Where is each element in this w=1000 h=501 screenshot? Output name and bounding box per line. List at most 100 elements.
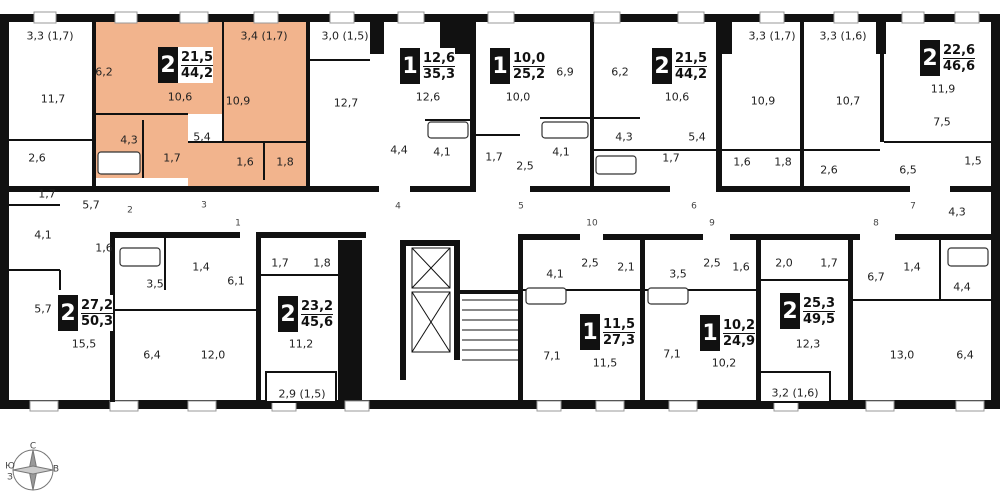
total-area: 27,3 <box>603 332 636 348</box>
room-area-label: 1,7 <box>38 187 56 201</box>
room-area-label: 12,7 <box>333 96 359 110</box>
room-area-label: 13,0 <box>889 348 915 362</box>
room-count: 2 <box>780 293 800 329</box>
room-area-label: 3,5 <box>669 267 687 281</box>
total-area: 25,2 <box>513 66 546 82</box>
bathtubs <box>97 121 989 305</box>
windows <box>29 11 985 412</box>
compass-south: Ю <box>5 461 15 472</box>
room-area-label: 7,5 <box>933 115 951 129</box>
room-area-label: 4,1 <box>552 145 570 159</box>
living-area: 10,2 <box>723 317 756 334</box>
room-count: 2 <box>158 47 178 83</box>
room-area-label: 6,1 <box>227 274 245 288</box>
room-area-label: 1,4 <box>192 260 210 274</box>
room-area-label: 3,3 (1,7) <box>748 29 796 43</box>
room-area-label: 1,7 <box>163 151 181 165</box>
door-number: 7 <box>910 201 916 212</box>
room-count: 2 <box>920 40 940 76</box>
room-area-label: 1,6 <box>236 155 254 169</box>
balconies <box>265 371 831 403</box>
room-area-label: 4,3 <box>120 133 138 147</box>
room-count: 1 <box>490 48 510 84</box>
room-area-label: 7,1 <box>543 349 561 363</box>
room-area-label: 2,5 <box>703 256 721 270</box>
room-count: 1 <box>700 315 720 351</box>
door-number: 3 <box>201 200 207 211</box>
room-area-label: 11,2 <box>288 337 314 351</box>
room-area-label: 10,9 <box>750 94 776 108</box>
room-area-label: 2,1 <box>617 260 635 274</box>
room-area-label: 1,6 <box>732 260 750 274</box>
living-area: 12,6 <box>423 50 456 67</box>
room-area-label: 5,7 <box>34 302 52 316</box>
living-area: 10,0 <box>513 50 546 67</box>
living-area: 25,3 <box>803 295 836 312</box>
room-area-label: 4,1 <box>433 145 451 159</box>
room-area-label: 2,5 <box>516 159 534 173</box>
room-area-label: 3,2 (1,6) <box>771 386 819 400</box>
room-area-label: 4,1 <box>34 228 52 242</box>
living-area: 23,2 <box>301 298 334 315</box>
room-area-label: 7,1 <box>663 347 681 361</box>
room-area-label: 1,7 <box>662 151 680 165</box>
stairwell <box>411 247 518 361</box>
door-number: 4 <box>395 201 401 212</box>
room-area-label: 2,6 <box>28 151 46 165</box>
room-area-label: 2,6 <box>820 163 838 177</box>
room-area-label: 12,0 <box>200 348 226 362</box>
room-area-label: 4,4 <box>953 280 971 294</box>
room-area-label: 3,0 (1,5) <box>321 29 369 43</box>
room-area-label: 15,5 <box>71 337 97 351</box>
room-count: 2 <box>58 295 78 331</box>
room-area-label: 10,7 <box>835 94 861 108</box>
door-number: 5 <box>518 201 524 212</box>
room-area-label: 4,3 <box>615 130 633 144</box>
living-area: 11,5 <box>603 316 636 333</box>
compass-west: З <box>7 472 13 483</box>
room-area-label: 1,7 <box>485 150 503 164</box>
total-area: 44,2 <box>181 65 214 81</box>
compass-icon <box>12 449 54 491</box>
room-area-label: 2,5 <box>581 256 599 270</box>
room-area-label: 6,4 <box>956 348 974 362</box>
room-area-label: 6,2 <box>611 65 629 79</box>
room-area-label: 6,4 <box>143 348 161 362</box>
room-area-label: 6,9 <box>556 65 574 79</box>
room-area-label: 3,5 <box>146 277 164 291</box>
room-count: 1 <box>400 48 420 84</box>
room-area-label: 1,7 <box>820 256 838 270</box>
room-count: 1 <box>580 314 600 350</box>
room-area-label: 11,9 <box>930 82 956 96</box>
door-number: 1 <box>235 218 241 229</box>
total-area: 44,2 <box>675 66 708 82</box>
room-area-label: 5,7 <box>82 198 100 212</box>
room-area-label: 1,6 <box>733 155 751 169</box>
room-area-label: 10,6 <box>167 90 193 104</box>
room-area-label: 1,8 <box>313 256 331 270</box>
room-area-label: 6,2 <box>95 65 113 79</box>
room-area-label: 11,5 <box>592 356 618 370</box>
door-number: 6 <box>691 201 697 212</box>
room-area-label: 3,4 (1,7) <box>240 29 288 43</box>
room-area-label: 2,9 (1,5) <box>278 387 326 401</box>
total-area: 49,5 <box>803 311 836 327</box>
room-area-label: 10,6 <box>664 90 690 104</box>
living-area: 22,6 <box>943 42 976 59</box>
door-number: 10 <box>586 218 598 229</box>
room-area-label: 3,3 (1,6) <box>819 29 867 43</box>
living-area: 21,5 <box>181 49 214 66</box>
room-area-label: 10,9 <box>225 94 251 108</box>
